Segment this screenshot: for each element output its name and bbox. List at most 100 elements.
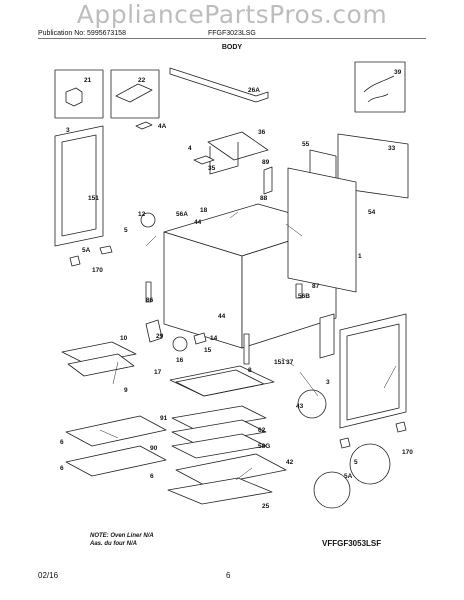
variant-model: VFFGF3053LSF	[322, 539, 382, 548]
svg-text:151: 151	[88, 195, 99, 202]
part-26a	[169, 67, 269, 103]
svg-text:33: 33	[388, 145, 396, 152]
svg-text:22: 22	[138, 77, 146, 84]
part-62	[171, 433, 267, 459]
svg-text:37: 37	[286, 359, 294, 366]
svg-text:88: 88	[260, 195, 268, 202]
part-58g	[171, 419, 267, 445]
svg-text:18: 18	[200, 207, 208, 214]
part-42	[175, 453, 287, 487]
svg-text:5A: 5A	[344, 473, 353, 480]
page-number: 6	[226, 571, 231, 580]
svg-text:54: 54	[368, 209, 376, 216]
svg-text:16: 16	[176, 357, 184, 364]
svg-text:170: 170	[92, 267, 103, 274]
oven-liner-note: NOTE: Oven Liner N/A Aas. du four N/A	[90, 532, 154, 548]
part-22	[115, 83, 153, 103]
inset-box-22	[110, 69, 160, 119]
part-86	[145, 281, 152, 303]
svg-text:56B: 56B	[298, 293, 310, 300]
part-151-right	[319, 313, 335, 359]
svg-text:29: 29	[156, 333, 164, 340]
part-25	[167, 477, 273, 505]
svg-text:8: 8	[248, 367, 252, 374]
part-rack-lower	[65, 445, 167, 477]
part-door-right	[339, 313, 407, 429]
part-14	[193, 332, 207, 345]
part-5-callout	[349, 443, 391, 485]
svg-text:5: 5	[354, 459, 358, 466]
model-number: FFGF3023LSG	[208, 30, 256, 37]
svg-text:4A: 4A	[158, 123, 167, 130]
svg-text:42: 42	[286, 459, 294, 466]
inset-box-21	[54, 69, 104, 119]
svg-text:39: 39	[394, 69, 402, 76]
svg-text:44: 44	[218, 313, 226, 320]
callout-labels: 21 22 26A 39 3 4A 36 4 35 89 88 55 33 15…	[60, 69, 413, 510]
svg-text:58G: 58G	[258, 443, 270, 450]
svg-text:9: 9	[124, 387, 128, 394]
svg-text:55: 55	[302, 141, 310, 148]
part-5a-left	[69, 255, 81, 267]
part-4a	[135, 121, 153, 130]
note-line-2: Aas. du four N/A	[90, 541, 138, 547]
svg-text:21: 21	[84, 77, 92, 84]
part-170-left	[99, 245, 113, 255]
part-91	[171, 405, 267, 431]
section-title: BODY	[221, 44, 243, 51]
watermark: AppliancePartsPros.com	[76, 0, 388, 29]
svg-text:36: 36	[258, 129, 266, 136]
svg-text:56A: 56A	[176, 211, 188, 218]
part-door-left	[54, 125, 104, 247]
part-21	[65, 87, 83, 107]
svg-text:12: 12	[138, 211, 146, 218]
part-4	[193, 155, 215, 165]
svg-text:6: 6	[60, 465, 64, 472]
svg-text:35: 35	[208, 165, 216, 172]
inset-box-39	[354, 61, 406, 113]
part-43-callout	[297, 389, 327, 419]
svg-text:151: 151	[274, 359, 285, 366]
footer-date: 02/16	[38, 571, 59, 580]
svg-text:15: 15	[204, 347, 212, 354]
part-5a-callout	[313, 471, 351, 509]
svg-text:4: 4	[188, 145, 192, 152]
svg-text:6: 6	[150, 473, 154, 480]
svg-text:89: 89	[262, 159, 270, 166]
part-side-panel-1	[287, 167, 357, 293]
svg-text:62: 62	[258, 427, 266, 434]
svg-text:14: 14	[210, 335, 218, 342]
part-9	[67, 353, 135, 377]
svg-text:3: 3	[66, 127, 70, 134]
svg-text:25: 25	[262, 503, 270, 510]
header-rule	[38, 38, 426, 39]
part-16	[172, 336, 188, 352]
svg-text:17: 17	[154, 369, 162, 376]
part-12	[140, 212, 156, 228]
svg-text:10: 10	[120, 335, 128, 342]
part-sensor	[243, 333, 250, 365]
part-39	[363, 75, 395, 103]
svg-text:5: 5	[124, 227, 128, 234]
svg-text:26A: 26A	[248, 87, 260, 94]
part-broil-pan	[61, 341, 137, 365]
svg-text:90: 90	[150, 445, 158, 452]
svg-text:91: 91	[160, 415, 168, 422]
svg-text:43: 43	[296, 403, 304, 410]
publication-number: Publication No: 5995673158	[38, 30, 126, 37]
note-line-1: NOTE: Oven Liner N/A	[90, 533, 154, 539]
part-29	[145, 319, 163, 343]
svg-text:170: 170	[402, 449, 413, 456]
svg-text:6: 6	[60, 439, 64, 446]
svg-text:3: 3	[326, 379, 330, 386]
svg-text:87: 87	[312, 283, 320, 290]
part-5-small	[339, 437, 351, 449]
part-89	[263, 166, 273, 195]
part-170-right	[395, 421, 407, 433]
svg-text:44: 44	[194, 219, 202, 226]
svg-text:5A: 5A	[82, 247, 91, 254]
part-56b	[295, 283, 303, 299]
svg-text:1: 1	[358, 253, 362, 260]
svg-text:86: 86	[146, 297, 154, 304]
